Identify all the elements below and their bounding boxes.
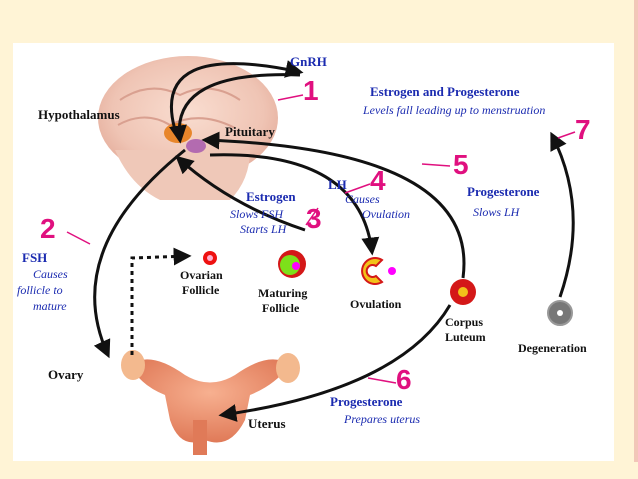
top-band xyxy=(0,0,638,43)
estrogen-desc-2: Starts LH xyxy=(240,222,287,236)
ovarian-follicle-core xyxy=(207,255,213,261)
bottom-band xyxy=(0,462,638,479)
step-number-4: 4 xyxy=(370,165,386,196)
step-number-6: 6 xyxy=(396,364,412,395)
arrow-degeneration xyxy=(550,131,575,298)
maturing-follicle-inner xyxy=(280,255,300,275)
step-number-3: 3 xyxy=(306,203,322,234)
arrow-progesterone-uterus xyxy=(218,304,452,422)
gnrh-label: GnRH xyxy=(290,54,327,69)
arrow-progesterone-lh xyxy=(201,131,466,279)
progesterone-top-desc: Slows LH xyxy=(473,205,520,219)
degeneration-label: Degeneration xyxy=(518,341,587,355)
uterus-label: Uterus xyxy=(248,416,286,431)
estrogen-desc-1: Slows FSH xyxy=(230,207,284,221)
corpus-luteum-core xyxy=(458,287,468,297)
arrows xyxy=(93,60,575,422)
maturing-follicle-label-1: Maturing xyxy=(258,286,308,300)
number-pointers xyxy=(66,94,576,384)
degeneration-core xyxy=(557,310,563,316)
arrow-gnrh xyxy=(169,60,304,131)
estrogen-label: Estrogen xyxy=(246,189,296,204)
lh-label: LH xyxy=(328,177,347,192)
arrow-fsh xyxy=(93,148,186,359)
maturing-follicle-label-2: Follicle xyxy=(262,301,300,315)
fsh-desc-2: follicle to xyxy=(17,283,63,297)
pituitary-region xyxy=(186,139,206,153)
ovarian-follicle-label-1: Ovarian xyxy=(180,268,223,282)
arrow-lh xyxy=(209,153,380,256)
ovulation-egg xyxy=(388,267,396,275)
estrogen-progesterone-desc: Levels fall leading up to menstruation xyxy=(363,103,546,117)
step-number-7: 7 xyxy=(575,114,591,145)
lh-desc-1: Causes xyxy=(345,192,380,206)
corpus-luteum-label-2: Luteum xyxy=(445,330,486,344)
progesterone-top-label: Progesterone xyxy=(467,184,540,199)
hypothalamus-label: Hypothalamus xyxy=(38,107,120,122)
corpus-luteum-label-1: Corpus xyxy=(445,315,484,329)
pituitary-label: Pituitary xyxy=(225,124,275,139)
step-number-5: 5 xyxy=(453,149,469,180)
arrow-gnrh-return xyxy=(169,73,301,144)
ovulation-icon xyxy=(361,257,384,285)
fsh-label: FSH xyxy=(22,250,48,265)
uterus-illustration xyxy=(121,350,300,455)
estrogen-progesterone-title: Estrogen and Progesterone xyxy=(370,84,520,99)
fsh-desc-3: mature xyxy=(33,299,67,313)
step-number-1: 1 xyxy=(303,75,319,106)
left-ovary xyxy=(121,350,145,380)
ovary-label: Ovary xyxy=(48,367,84,382)
progesterone-bottom-label: Progesterone xyxy=(330,394,403,409)
right-ovary xyxy=(276,353,300,383)
arrow-ovary-follicle xyxy=(130,247,192,355)
ovulation-label: Ovulation xyxy=(350,297,402,311)
fsh-desc-1: Causes xyxy=(33,267,68,281)
arrow-estrogen xyxy=(175,155,306,232)
maturing-follicle-egg xyxy=(292,262,300,270)
right-edge xyxy=(634,0,638,479)
lh-desc-2: Ovulation xyxy=(362,207,410,221)
progesterone-bottom-desc: Prepares uterus xyxy=(344,412,421,426)
step-number-2: 2 xyxy=(40,213,56,244)
ovarian-follicle-label-2: Follicle xyxy=(182,283,220,297)
